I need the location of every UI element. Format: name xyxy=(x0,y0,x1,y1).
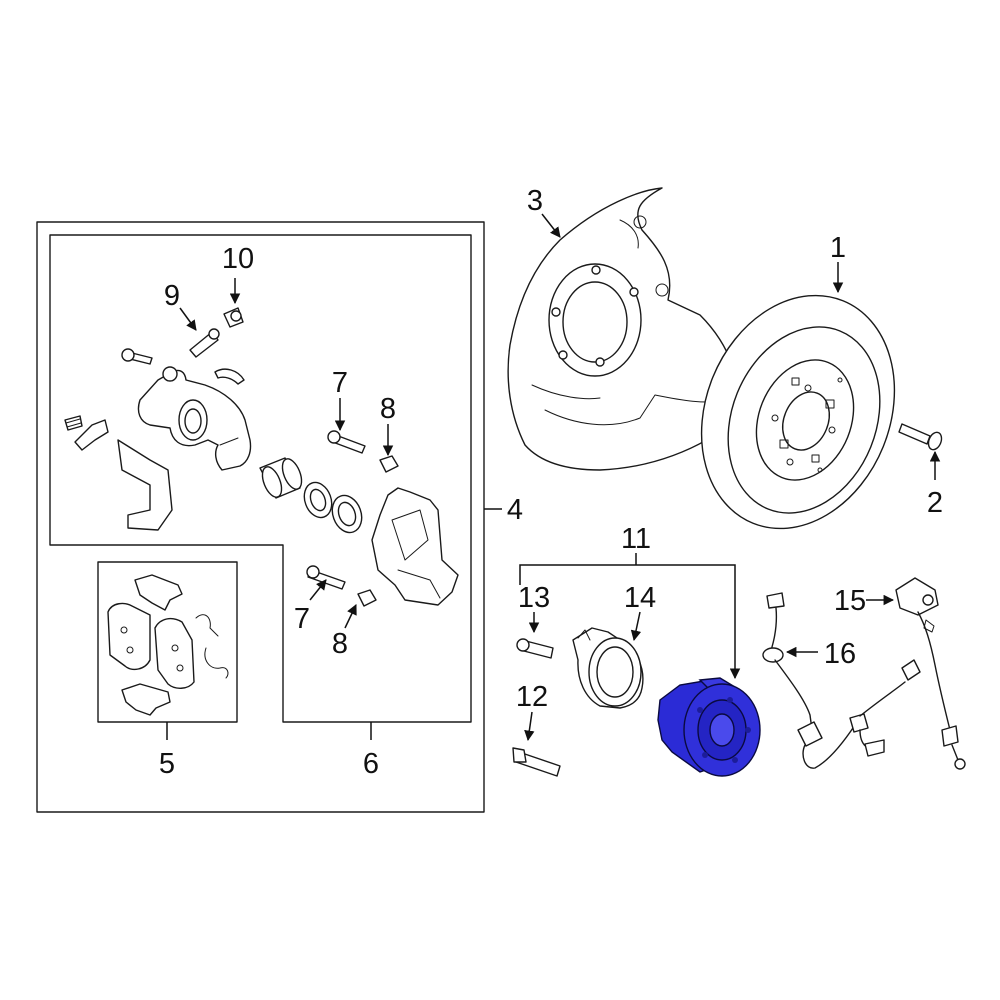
part-guide-boot-lower[interactable] xyxy=(357,589,377,607)
callout-12: 12 xyxy=(516,681,548,713)
leader-3 xyxy=(541,213,561,238)
part-piston[interactable] xyxy=(259,456,306,500)
part-guide-pin-lower[interactable] xyxy=(306,565,346,590)
callout-10: 10 xyxy=(222,243,254,275)
callout-8a: 8 xyxy=(380,393,396,425)
leader-8b xyxy=(344,604,357,629)
part-pad-clip-top[interactable] xyxy=(134,574,183,611)
assembly-frame-4 xyxy=(36,221,485,813)
callout-15: 15 xyxy=(834,585,866,617)
part-abs-sensor[interactable] xyxy=(762,592,921,769)
callout-labels: 1 2 3 4 5 6 7 7 8 8 9 10 11 12 13 14 15 … xyxy=(159,185,943,780)
part-brake-pad-right[interactable] xyxy=(154,617,195,689)
part-pad-clip-bottom[interactable] xyxy=(121,683,171,716)
leader-12 xyxy=(524,711,535,742)
part-bleeder-cap[interactable] xyxy=(223,307,244,328)
part-brake-rotor[interactable] xyxy=(668,266,929,557)
callout-1: 1 xyxy=(830,232,846,264)
leader-9 xyxy=(179,307,197,331)
callout-7a: 7 xyxy=(332,367,348,399)
part-rotor-screw[interactable] xyxy=(898,423,944,452)
part-wheel-bearing[interactable] xyxy=(572,627,644,709)
callout-8b: 8 xyxy=(332,628,348,660)
part-clip[interactable] xyxy=(214,368,245,385)
leader-7b xyxy=(309,579,327,601)
callout-14: 14 xyxy=(624,582,656,614)
part-hub-assembly[interactable] xyxy=(657,677,761,777)
part-guide-boot-upper[interactable] xyxy=(379,455,399,473)
callout-13: 13 xyxy=(518,582,550,614)
part-bolt-small[interactable] xyxy=(121,348,153,365)
callout-6: 6 xyxy=(363,748,379,780)
part-dust-boot[interactable] xyxy=(327,491,366,536)
callout-11: 11 xyxy=(621,523,651,555)
leader-14 xyxy=(630,611,642,642)
assembly-frame-6 xyxy=(49,234,472,723)
part-wheel-stud[interactable] xyxy=(516,638,554,659)
callout-9: 9 xyxy=(164,280,180,312)
leader-lines xyxy=(166,213,941,742)
callout-2: 2 xyxy=(927,487,943,519)
callout-4: 4 xyxy=(507,494,523,526)
part-bracket-clip[interactable] xyxy=(74,419,109,451)
part-piston-seal[interactable] xyxy=(300,479,337,522)
part-guide-pin-upper[interactable] xyxy=(327,430,366,454)
callout-3: 3 xyxy=(527,185,543,217)
callout-5: 5 xyxy=(159,748,175,780)
part-caliper-bracket[interactable] xyxy=(371,487,459,606)
callout-16: 16 xyxy=(824,638,856,670)
part-brake-pad-left[interactable] xyxy=(107,602,151,671)
callout-7b: 7 xyxy=(294,603,310,635)
part-sensor-harness[interactable] xyxy=(895,577,966,770)
part-pad-spring[interactable] xyxy=(195,614,229,679)
part-caliper-body[interactable] xyxy=(137,366,252,471)
part-caliper-bleeder[interactable] xyxy=(189,328,220,358)
part-hub-bolt[interactable] xyxy=(512,747,561,777)
leader-11 xyxy=(519,564,741,680)
part-anti-rattle[interactable] xyxy=(117,439,173,531)
part-guide-spring[interactable] xyxy=(64,415,83,431)
